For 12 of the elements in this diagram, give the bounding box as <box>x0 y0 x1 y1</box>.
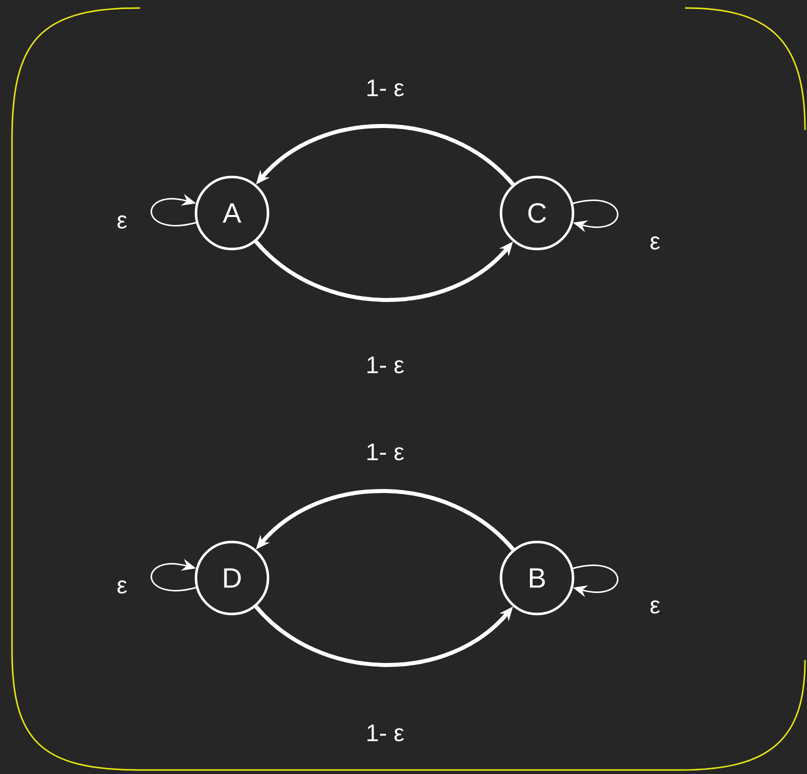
edge-label: ε <box>117 215 127 229</box>
arrow <box>572 200 618 232</box>
arrow <box>150 194 196 226</box>
arrow <box>572 564 618 598</box>
edge-label: ε <box>650 600 660 614</box>
edge-label: 1- ε <box>367 444 404 460</box>
edge-label: 1- ε <box>367 80 404 96</box>
edge-label: ε <box>117 580 127 594</box>
edge-label: 1- ε <box>367 724 404 742</box>
arrow <box>150 558 196 592</box>
edge-label: ε <box>650 236 660 250</box>
edge-label: 1- ε <box>367 356 404 374</box>
